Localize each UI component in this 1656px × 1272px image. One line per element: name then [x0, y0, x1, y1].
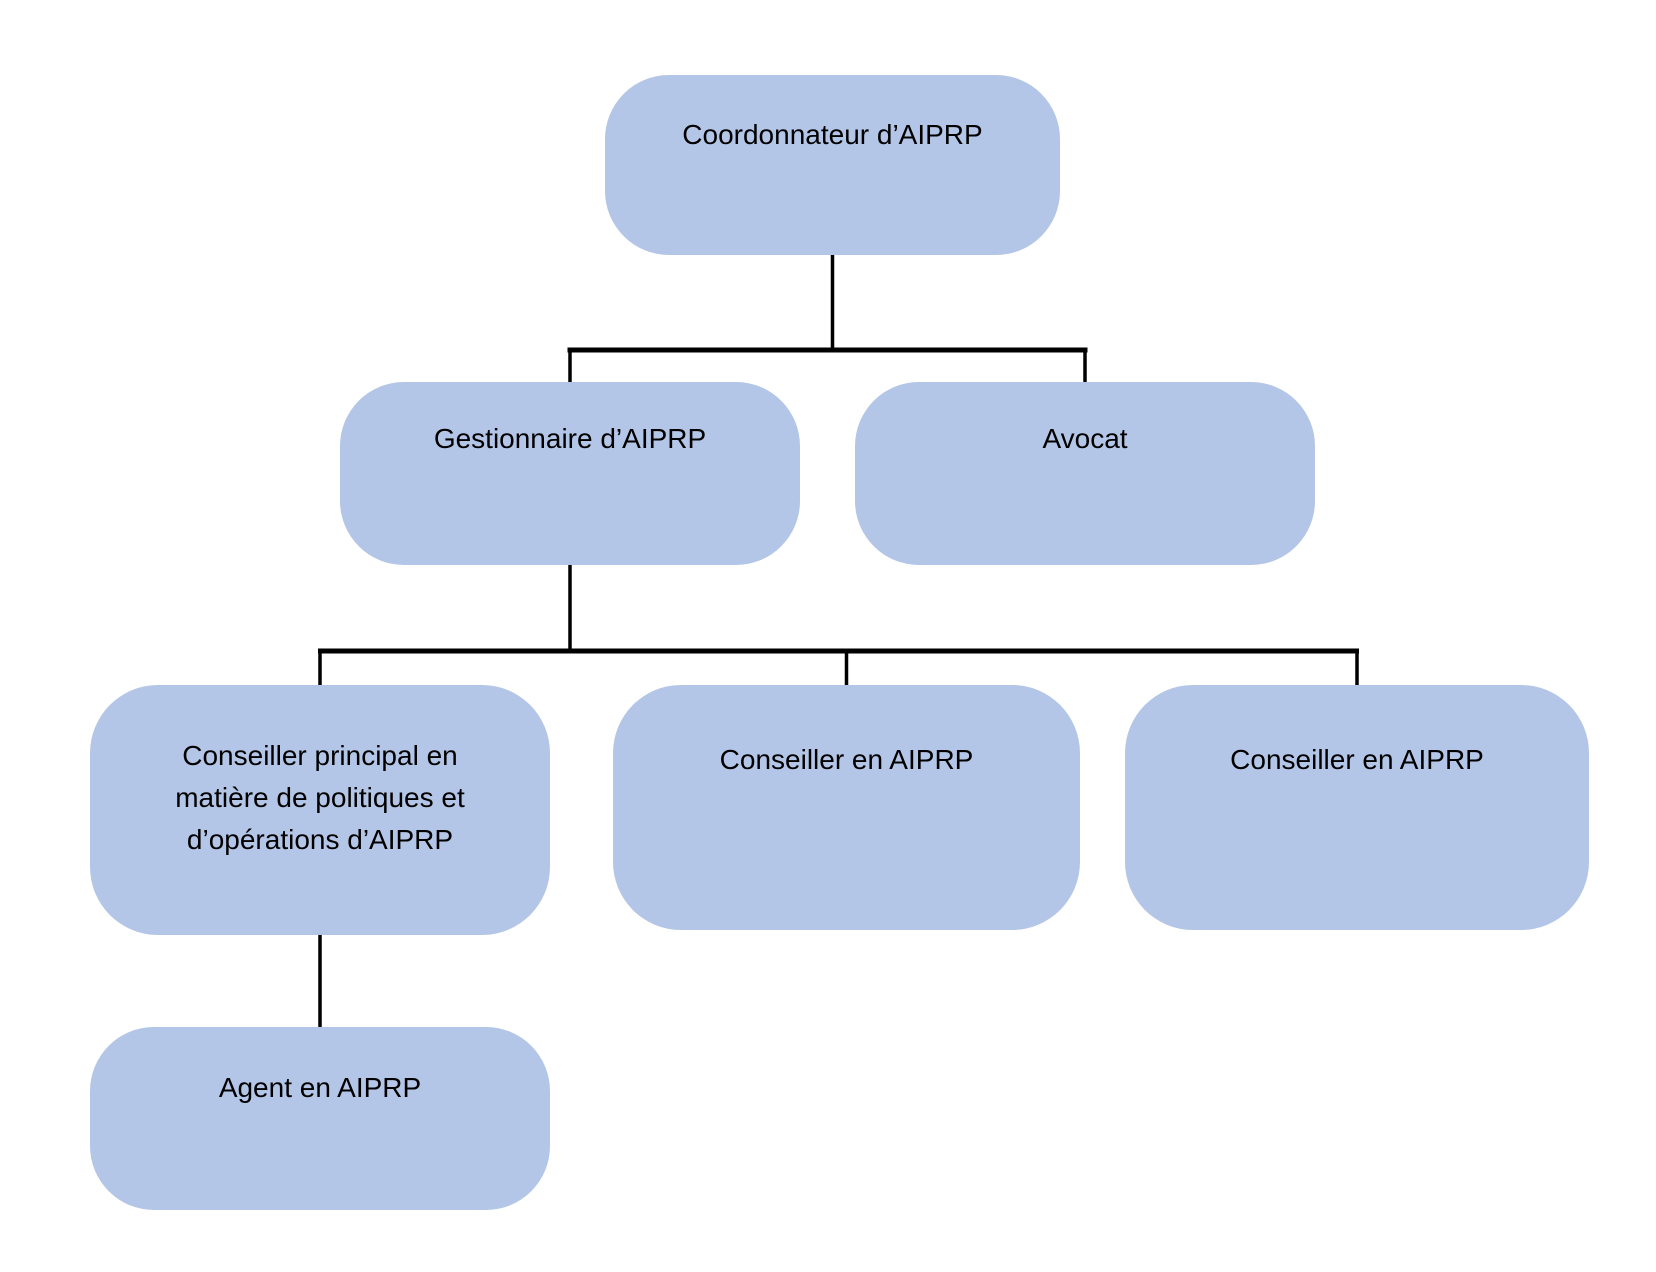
node-conseiller-aiprp-2: Conseiller en AIPRP [1125, 685, 1589, 930]
node-agent-aiprp: Agent en AIPRP [90, 1027, 550, 1210]
node-avocat-label: Avocat [1042, 423, 1128, 454]
node-conseiller-principal: Conseiller principal en matière de polit… [90, 685, 550, 935]
node-gestionnaire-label: Gestionnaire d’AIPRP [433, 423, 707, 454]
node-agent-aiprp-label: Agent en AIPRP [218, 1072, 422, 1103]
node-coordonnateur-aiprp: Coordonnateur d’AIPRP [605, 75, 1060, 255]
node-conseiller-principal-label: Conseiller principal en matière de polit… [175, 740, 465, 855]
node-conseiller-aiprp-1: Conseiller en AIPRP [613, 685, 1080, 930]
node-conseiller-aiprp-1-label: Conseiller en AIPRP [719, 744, 974, 775]
node-gestionnaire-aiprp: Gestionnaire d’AIPRP [340, 382, 800, 565]
node-coordonnateur-label: Coordonnateur d’AIPRP [682, 119, 983, 150]
node-conseiller-aiprp-2-label: Conseiller en AIPRP [1230, 744, 1484, 775]
node-avocat: Avocat [855, 382, 1315, 565]
